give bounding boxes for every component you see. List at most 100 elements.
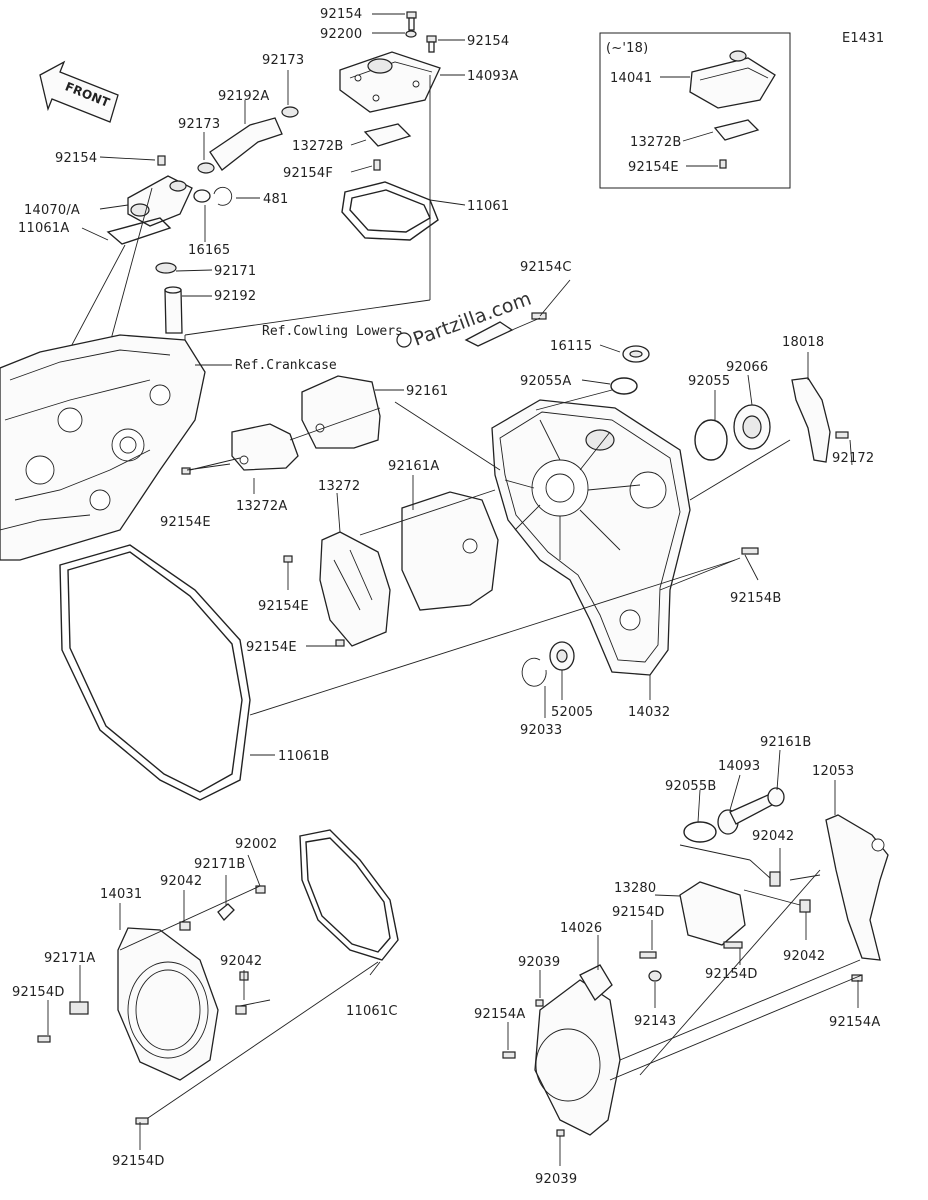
sprocket-cover-icon [534,964,621,1136]
inset-label: (~'18) [606,41,648,56]
callout-label: 92042 [220,954,262,969]
gasket-11061c-icon [299,829,399,961]
clamp-92173-icon [197,162,215,174]
callout-label: 92154D [705,967,758,982]
callout-label: 92154E [160,515,211,530]
callout-label: 92042 [752,829,794,844]
callout-label: 11061B [278,749,329,764]
callout-label: 92154 [320,7,362,22]
gasket-13272b-icon [363,123,412,147]
callout-label: 92055 [688,374,730,389]
hose-92192-icon [164,289,183,334]
callout-label: 12053 [812,764,854,779]
callout-label: 92154D [12,985,65,1000]
callout-label: 92154 [467,34,509,49]
bolt-icon [283,555,293,563]
callout-label: 16115 [550,339,592,354]
callout-label: 13272B [292,139,343,154]
bolt-icon [37,1035,51,1043]
callout-labels: 92154 92200 92154 92173 14093A 92192A 92… [12,7,880,1187]
front-arrow-icon: FRONT [39,60,119,123]
callout-label: 14026 [560,921,602,936]
callout-label: 92154D [612,905,665,920]
dowel-icon [179,921,191,931]
leader-lines-center [186,279,853,756]
callout-label: 11061 [467,199,509,214]
inset-box [599,32,791,189]
bolt-icon [157,155,166,166]
callout-label: 92154C [520,260,572,275]
callout-label: 92154F [283,166,333,181]
bolt-92154c-icon [531,312,547,320]
dowel-92042-icon [769,871,781,887]
circlip-92033-icon [521,657,547,687]
callout-label: 92154E [246,640,297,655]
guide-18018-icon [791,377,831,463]
plate-13280-icon [679,881,746,946]
generator-cover-icon [117,927,219,1081]
bolt-icon [851,974,863,982]
inset-thermostat-cover-icon [689,50,776,169]
bolt-icon [135,1117,149,1125]
watermark: Partzilla.com [396,288,534,351]
bolt-92002-icon [255,885,266,894]
callout-label: 92154A [829,1015,880,1030]
hose-92192a-icon [209,117,283,171]
thermostat-housing-icon [127,175,233,227]
o-ring-92055-icon [694,419,728,461]
leader-lines-bottom-left [47,854,381,1150]
callout-label: 92154E [258,599,309,614]
callout-label: 13280 [614,881,656,896]
callout-label: 92033 [520,723,562,738]
callout-label: 92161 [406,384,448,399]
clamp-92171a-icon [69,1001,89,1015]
oil-seal-16115-icon [622,345,650,363]
bolt-icon [335,639,345,647]
bolt-icon [405,11,437,53]
callout-label: 52005 [551,705,593,720]
diagram-id: E1431 [842,31,884,46]
bolt-92154f-icon [373,159,381,171]
callout-label: 13272B [630,135,681,150]
callout-label: 92172 [832,451,874,466]
callout-label: 92171B [194,857,245,872]
callout-label: 92161B [760,735,811,750]
callout-label: 92039 [535,1172,577,1187]
callout-label: 14093A [467,69,518,84]
o-ring-92055a-icon [610,377,638,395]
callout-label: 92173 [178,117,220,132]
callout-label: 14093 [718,759,760,774]
callout-label: 14032 [628,705,670,720]
callout-label: 92192 [214,289,256,304]
bolt-92154b-icon [741,547,759,555]
clamp-92171-icon [155,262,177,274]
callout-label: 13272A [236,499,287,514]
callout-label: 92042 [160,874,202,889]
callout-label: 14041 [610,71,652,86]
leader-lines-bottom-right [507,749,863,1166]
callout-label: 18018 [782,335,824,350]
ref-cowling-label: Ref.Cowling Lowers [262,324,403,339]
insulator-92161a-icon [401,491,499,611]
callout-label: 11061A [18,221,69,236]
bolt-icon [639,951,657,959]
bracket-12053-icon [825,814,889,961]
dowel-92042-icon [799,899,811,913]
clamp-92171b-icon [217,903,235,921]
bolt-icon [556,1129,565,1137]
callout-label: 92154 [55,151,97,166]
gasket-11061-icon [341,181,439,241]
crankcase-icon [0,334,206,561]
callout-label: 92055A [520,374,571,389]
gasket-11061b-icon [59,544,251,801]
callout-label: 92002 [235,837,277,852]
plate-13272-icon [319,531,391,647]
callout-label: 16165 [188,243,230,258]
callout-label: 481 [263,192,288,207]
callout-label: 14031 [100,887,142,902]
pushrod-14093-icon [717,787,785,835]
dowel-icon [235,1005,247,1015]
plate-13272a-icon [231,423,299,471]
